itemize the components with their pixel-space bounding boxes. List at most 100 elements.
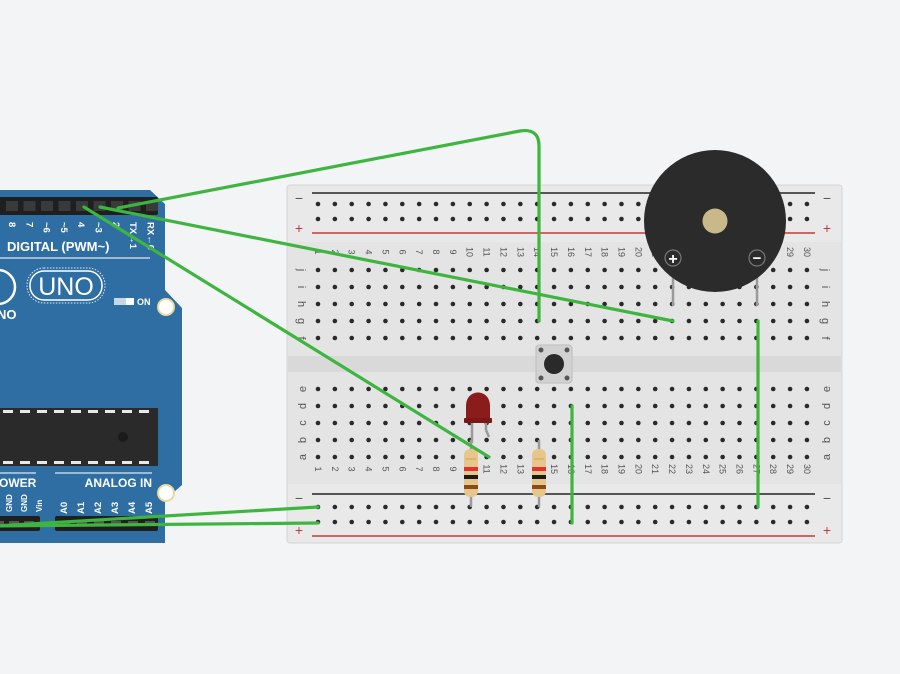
breadboard-hole[interactable] (770, 454, 776, 460)
digital-pin[interactable] (76, 201, 88, 211)
pushbutton-cap[interactable] (544, 354, 564, 374)
breadboard-hole[interactable] (652, 386, 658, 392)
breadboard-hole[interactable] (366, 420, 371, 426)
breadboard-hole[interactable] (585, 420, 591, 426)
breadboard-hole[interactable] (669, 454, 675, 460)
rail-hole[interactable] (467, 216, 473, 222)
breadboard-hole[interactable] (416, 335, 422, 341)
rail-hole[interactable] (770, 519, 776, 525)
breadboard-hole[interactable] (366, 454, 371, 460)
breadboard-hole[interactable] (501, 454, 506, 460)
rail-hole[interactable] (787, 504, 793, 510)
breadboard-hole[interactable] (518, 420, 523, 426)
breadboard-hole[interactable] (720, 318, 725, 324)
breadboard-hole[interactable] (602, 318, 607, 324)
breadboard-hole[interactable] (652, 284, 658, 290)
breadboard-hole[interactable] (315, 335, 321, 341)
breadboard-hole[interactable] (787, 318, 793, 324)
rail-hole[interactable] (484, 216, 489, 222)
breadboard-hole[interactable] (416, 318, 422, 324)
breadboard-hole[interactable] (518, 301, 523, 307)
breadboard-hole[interactable] (669, 437, 675, 443)
breadboard-hole[interactable] (636, 386, 641, 392)
breadboard-hole[interactable] (804, 437, 810, 443)
breadboard-hole[interactable] (568, 335, 574, 341)
rail-hole[interactable] (501, 504, 506, 510)
wire-pin3-to-buzzer[interactable] (98, 205, 675, 323)
rail-hole[interactable] (383, 216, 388, 222)
breadboard-hole[interactable] (669, 335, 675, 341)
rail-hole[interactable] (568, 216, 574, 222)
rail-hole[interactable] (433, 504, 439, 510)
rail-hole[interactable] (669, 504, 675, 510)
breadboard-hole[interactable] (433, 437, 439, 443)
rail-hole[interactable] (636, 216, 641, 222)
breadboard-hole[interactable] (636, 437, 641, 443)
rail-hole[interactable] (349, 201, 355, 207)
breadboard-hole[interactable] (400, 318, 405, 324)
analog-pin[interactable] (94, 521, 104, 524)
breadboard-hole[interactable] (484, 267, 489, 273)
breadboard-hole[interactable] (669, 420, 675, 426)
breadboard-hole[interactable] (652, 420, 658, 426)
breadboard-hole[interactable] (703, 437, 709, 443)
breadboard-hole[interactable] (636, 284, 641, 290)
breadboard-hole[interactable] (467, 386, 473, 392)
breadboard-hole[interactable] (467, 335, 473, 341)
breadboard-hole[interactable] (686, 420, 692, 426)
breadboard-hole[interactable] (652, 437, 658, 443)
power-pin[interactable] (9, 521, 19, 524)
rail-hole[interactable] (787, 201, 793, 207)
breadboard-hole[interactable] (551, 284, 557, 290)
breadboard-hole[interactable] (484, 335, 489, 341)
breadboard-hole[interactable] (703, 386, 709, 392)
breadboard-hole[interactable] (602, 284, 607, 290)
breadboard-hole[interactable] (400, 386, 405, 392)
breadboard-hole[interactable] (383, 267, 388, 273)
breadboard-hole[interactable] (315, 318, 321, 324)
breadboard-hole[interactable] (366, 318, 371, 324)
breadboard-hole[interactable] (720, 420, 725, 426)
breadboard-hole[interactable] (787, 386, 793, 392)
rail-hole[interactable] (518, 201, 523, 207)
breadboard-hole[interactable] (450, 403, 456, 409)
rail-hole[interactable] (400, 504, 405, 510)
rail-hole[interactable] (669, 519, 675, 525)
breadboard-hole[interactable] (703, 335, 709, 341)
breadboard-hole[interactable] (686, 335, 692, 341)
breadboard-hole[interactable] (349, 454, 355, 460)
breadboard-hole[interactable] (416, 403, 422, 409)
wire-pin4-to-led[interactable] (82, 205, 491, 459)
rail-hole[interactable] (636, 504, 641, 510)
rail-hole[interactable] (383, 504, 388, 510)
breadboard-hole[interactable] (416, 420, 422, 426)
led-body[interactable] (466, 392, 490, 421)
breadboard-hole[interactable] (737, 386, 742, 392)
breadboard-hole[interactable] (433, 386, 439, 392)
breadboard-hole[interactable] (804, 420, 810, 426)
rail-hole[interactable] (400, 519, 405, 525)
digital-pin[interactable] (23, 201, 36, 211)
rail-hole[interactable] (416, 216, 422, 222)
rail-hole[interactable] (585, 504, 591, 510)
breadboard-hole[interactable] (518, 403, 523, 409)
rail-hole[interactable] (804, 504, 810, 510)
breadboard-hole[interactable] (804, 454, 810, 460)
breadboard-hole[interactable] (383, 318, 388, 324)
rail-hole[interactable] (484, 519, 489, 525)
breadboard-hole[interactable] (450, 386, 456, 392)
breadboard-hole[interactable] (366, 403, 371, 409)
rail-hole[interactable] (636, 201, 641, 207)
rail-hole[interactable] (416, 201, 422, 207)
breadboard-hole[interactable] (770, 318, 776, 324)
breadboard-hole[interactable] (619, 335, 624, 341)
breadboard-hole[interactable] (737, 420, 742, 426)
breadboard-hole[interactable] (770, 420, 776, 426)
breadboard-hole[interactable] (366, 437, 371, 443)
breadboard-hole[interactable] (619, 403, 624, 409)
breadboard-hole[interactable] (602, 301, 607, 307)
breadboard-hole[interactable] (551, 318, 557, 324)
breadboard-hole[interactable] (534, 386, 540, 392)
breadboard-hole[interactable] (315, 267, 321, 273)
breadboard-hole[interactable] (551, 267, 557, 273)
